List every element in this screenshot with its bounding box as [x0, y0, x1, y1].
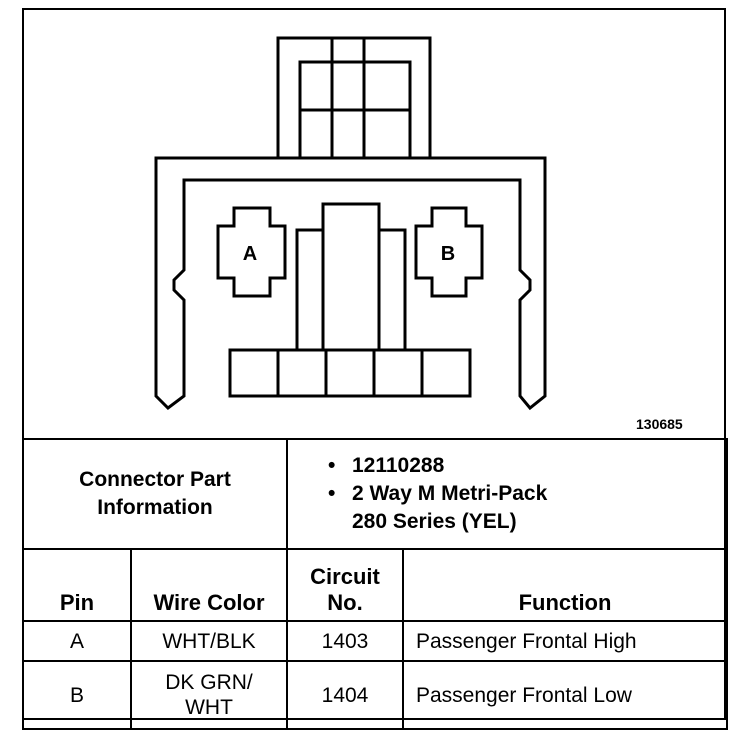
header-pin: Pin — [22, 548, 132, 622]
table-row: B DK GRN/ WHT 1404 Passenger Frontal Low — [22, 660, 729, 730]
cavity-label-a: A — [243, 243, 257, 265]
connector-part-info-list: 12110288 2 Way M Metri-Pack 280 Series (… — [285, 438, 729, 550]
connector-part-info-label: Connector Part Information — [22, 438, 288, 550]
lock-segment — [276, 348, 328, 398]
key-right-guide — [377, 228, 407, 352]
connector-latch — [276, 36, 432, 158]
connector-type-item: 2 Way M Metri-Pack — [328, 480, 726, 508]
wire-color-cell: WHT/BLK — [130, 620, 288, 662]
connector-series-item: 280 Series (YEL) — [352, 510, 517, 533]
pin-cell: B — [22, 660, 132, 730]
center-key — [321, 202, 381, 352]
connector-drawing: A B — [154, 36, 547, 411]
cavity-label-b: B — [441, 243, 455, 265]
lock-segment — [324, 348, 376, 398]
header-function: Function — [401, 548, 729, 622]
circuit-cell: 1404 — [286, 660, 404, 730]
wire-color-cell: DK GRN/ WHT — [130, 660, 288, 730]
circuit-cell: 1403 — [286, 620, 404, 662]
header-circuit-no: Circuit No. — [286, 548, 404, 622]
lock-segment — [228, 348, 280, 398]
cavity-b — [414, 206, 484, 298]
part-number-item: 12110288 — [328, 452, 726, 480]
figure-id: 130685 — [636, 416, 683, 432]
header-wire-color: Wire Color — [130, 548, 288, 622]
connector-housing — [154, 156, 547, 411]
connector-part-label-line1: Connector Part — [79, 468, 231, 491]
lock-segment — [420, 348, 472, 398]
lock-segment — [372, 348, 424, 398]
function-cell: Passenger Frontal Low — [401, 660, 729, 730]
pin-cell: A — [22, 620, 132, 662]
table-row: A WHT/BLK 1403 Passenger Frontal High — [22, 620, 729, 662]
connector-part-label-line2: Information — [97, 496, 213, 519]
function-cell: Passenger Frontal High — [401, 620, 729, 662]
key-left-guide — [295, 228, 325, 352]
connector-info-table: Connector Part Information 12110288 2 Wa… — [22, 438, 729, 730]
cavity-a — [216, 206, 287, 298]
